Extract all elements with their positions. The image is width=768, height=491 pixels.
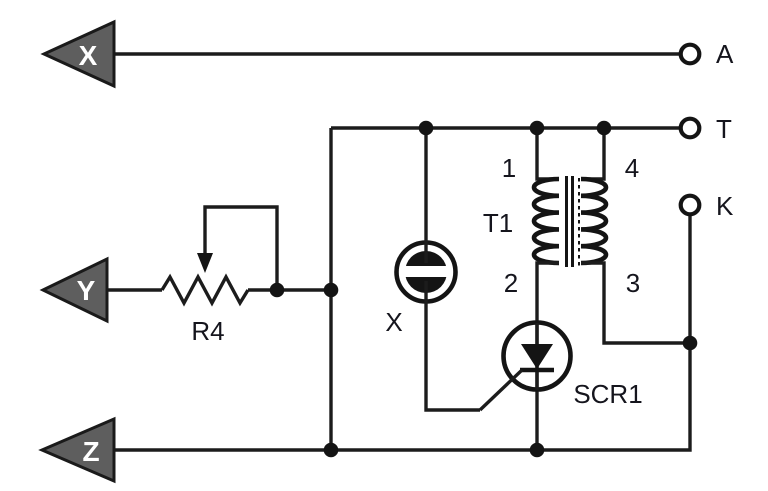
- terminal-circle-icon: [678, 42, 702, 66]
- electrode-gap: [401, 266, 451, 277]
- t1-label: T1: [483, 208, 513, 238]
- wiper-return-wire: [203, 205, 279, 290]
- terminal-k-label: K: [716, 191, 734, 221]
- pin2-label: 2: [504, 268, 518, 298]
- pin4-lead: [581, 128, 606, 181]
- wiper-arrowhead-icon: [197, 253, 213, 273]
- junction-dot: [323, 282, 339, 298]
- arrow-left-icon: [38, 416, 116, 484]
- terminal-t-label: T: [716, 114, 732, 144]
- terminal-t: T: [678, 114, 732, 144]
- scr1: SCR1: [478, 320, 643, 412]
- terminal-a-label: A: [716, 39, 734, 69]
- terminal-circle-icon: [678, 193, 702, 217]
- terminal-circle-icon: [678, 116, 702, 140]
- arrow-left-icon: [39, 256, 109, 324]
- potentiometer-r4: R4: [160, 205, 279, 346]
- scr-triangle-icon: [521, 344, 553, 369]
- junction-dot: [323, 442, 339, 458]
- input-x-label: X: [79, 40, 98, 71]
- junction-dot: [418, 120, 434, 136]
- pin3-lead: [581, 261, 690, 345]
- pin3-label: 3: [626, 268, 640, 298]
- input-y-label: Y: [77, 275, 96, 306]
- terminal-k: K: [678, 191, 734, 221]
- transformer-t1: 1 4 T1 2 3: [483, 128, 690, 450]
- scr-gate-wire: [478, 368, 524, 412]
- arrow-left-icon: [40, 19, 116, 89]
- pin1-lead: [535, 128, 559, 181]
- input-arrow-z: Z: [38, 416, 116, 484]
- flash-tube: X: [385, 128, 480, 412]
- primary-winding-icon: [531, 176, 560, 266]
- pin1-label: 1: [502, 153, 516, 183]
- scr1-label: SCR1: [573, 379, 642, 409]
- junction-dot: [682, 335, 698, 351]
- flash-tube-label: X: [385, 307, 402, 337]
- terminal-a: A: [678, 39, 734, 69]
- input-arrow-x: X: [40, 19, 116, 89]
- junction-dot: [529, 120, 545, 136]
- wire-bottom-and-k: [114, 215, 692, 452]
- junction-dot: [596, 120, 612, 136]
- resistor-zigzag-icon: [160, 273, 250, 307]
- junction-dot: [269, 282, 285, 298]
- junction-dot: [529, 442, 545, 458]
- r4-label: R4: [191, 316, 224, 346]
- flash-tube-bottom-lead: [424, 281, 480, 412]
- secondary-winding-icon: [580, 176, 609, 266]
- input-z-label: Z: [82, 436, 99, 467]
- pin4-label: 4: [625, 153, 639, 183]
- input-arrow-y: Y: [39, 256, 109, 324]
